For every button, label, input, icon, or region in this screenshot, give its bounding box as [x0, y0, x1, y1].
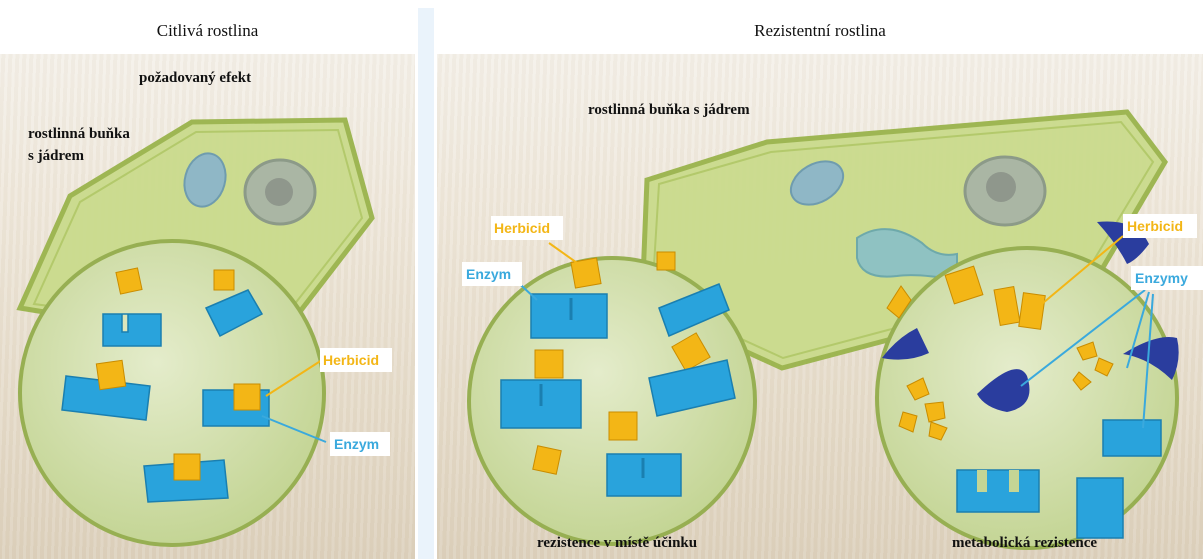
caption-metabolic: metabolická rezistence: [952, 532, 1097, 554]
panel-resistant-plant: Rezistentní rostlina: [437, 8, 1203, 559]
herbicide-tag-right: Herbicid: [1127, 218, 1183, 234]
herbicide-tag: Herbicid: [323, 352, 379, 368]
herbicide-tag-left: Herbicid: [494, 220, 550, 236]
enzyme-with-herbicide: [203, 384, 269, 426]
enzymes-tag-right: Enzymy: [1135, 270, 1188, 286]
enzyme-altered: [607, 454, 681, 496]
resistant-plant-diagram: Herbicid Enzym: [437, 8, 1203, 559]
herbicide-molecule: [533, 446, 561, 474]
enzyme-altered: [531, 294, 607, 338]
cell-label: rostlinná buňka s jádrem: [588, 99, 750, 121]
cell-label-line1: rostlinná buňka: [28, 123, 130, 145]
nucleolus: [265, 178, 293, 206]
enzyme-native: [957, 470, 1039, 512]
herbicide-molecule: [609, 412, 637, 440]
enzyme-tag-left: Enzym: [466, 266, 511, 282]
enzyme-native: [1077, 478, 1123, 538]
caption-target-site: rezistence v místě účinku: [537, 532, 697, 554]
cell-label-line2: s jádrem: [28, 145, 84, 167]
panel-sensitive-plant: Citlivá rostlina: [0, 8, 415, 559]
herbicide-molecule: [535, 350, 563, 378]
sensitive-plant-diagram: Herbicid Enzym: [0, 8, 415, 559]
nucleolus: [986, 172, 1016, 202]
herbicide-molecule: [657, 252, 675, 270]
enzyme-altered: [501, 380, 581, 428]
enzyme-tag: Enzym: [334, 436, 379, 452]
enzyme-native: [1103, 420, 1161, 456]
panel-divider: [418, 8, 434, 559]
effect-label: požadovaný efekt: [139, 67, 251, 89]
